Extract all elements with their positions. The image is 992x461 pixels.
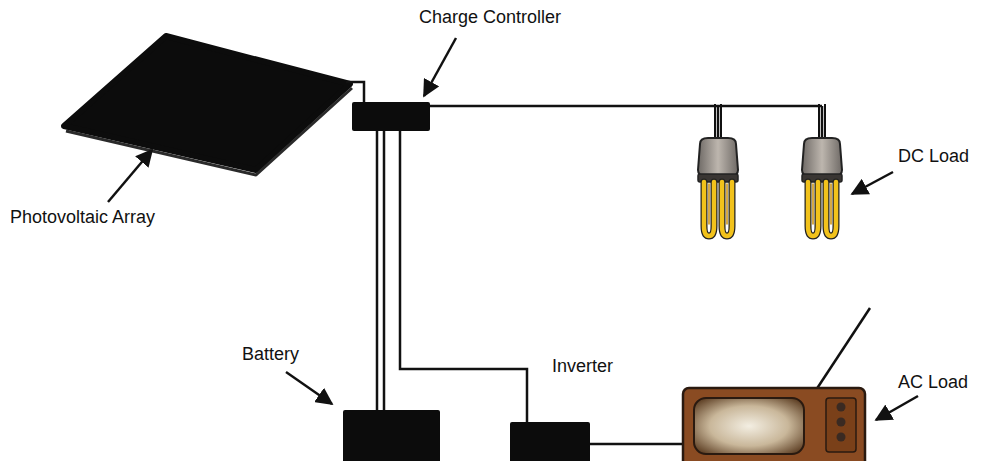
component-label: Photovoltaic Array bbox=[10, 207, 155, 229]
photovoltaic-panel bbox=[64, 36, 352, 175]
leader-arrows bbox=[108, 38, 918, 420]
inverter bbox=[510, 422, 590, 461]
dc-bulb bbox=[802, 104, 842, 236]
battery bbox=[343, 410, 440, 461]
component-label: Battery bbox=[242, 344, 299, 366]
component-label: AC Load bbox=[898, 372, 968, 394]
component-label: Charge Controller bbox=[419, 7, 561, 29]
charge-controller bbox=[352, 102, 430, 131]
dc-bulb bbox=[698, 104, 738, 236]
component-label: DC Load bbox=[898, 146, 969, 168]
television bbox=[683, 388, 865, 461]
component-label: Inverter bbox=[552, 356, 613, 378]
